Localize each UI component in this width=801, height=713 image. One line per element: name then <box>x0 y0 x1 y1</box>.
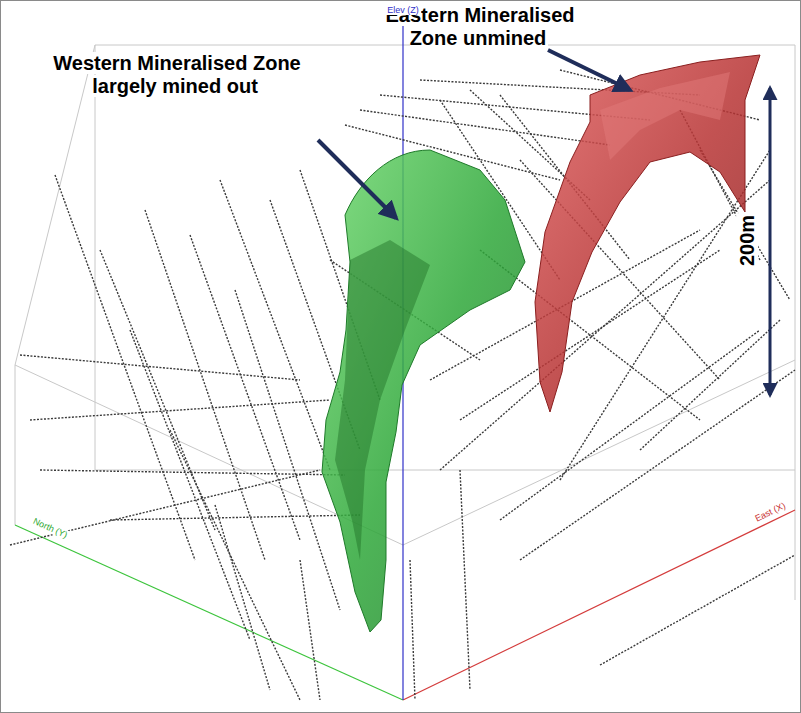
bounding-box <box>15 45 795 600</box>
eastern-zone <box>535 55 760 412</box>
north-axis <box>15 525 403 700</box>
drill-holes <box>10 70 795 700</box>
zone-callout: Western Mineralised Zone largely mined o… <box>48 52 304 98</box>
callout-arrow <box>548 50 630 90</box>
dimension-arrow <box>769 88 772 395</box>
east-axis <box>403 510 795 700</box>
axis-label: Elev (Z) <box>385 5 421 15</box>
dimension-label: 200m <box>737 212 760 267</box>
western-zone-shade <box>335 240 430 560</box>
callout-arrow <box>318 140 396 218</box>
western-zone <box>322 150 525 632</box>
